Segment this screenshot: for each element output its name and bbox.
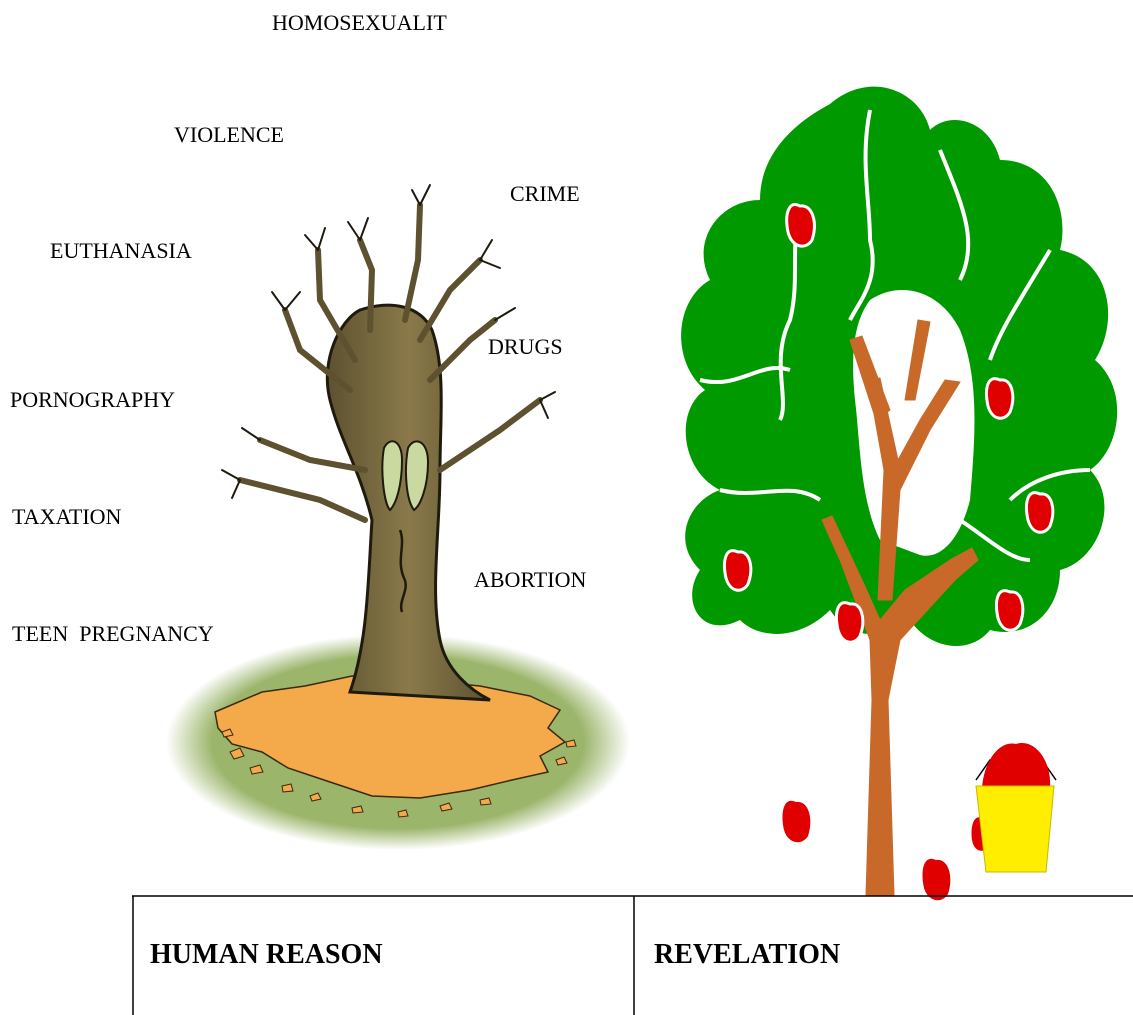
label-euthanasia: EUTHANASIA — [50, 240, 192, 262]
bucket-apples — [982, 743, 1050, 788]
label-crime: CRIME — [510, 183, 580, 205]
apple-tree — [681, 87, 1117, 901]
dead-tree — [166, 185, 630, 850]
label-taxation: TAXATION — [12, 506, 121, 528]
base-label-human-reason: HUMAN REASON — [150, 941, 383, 969]
label-abortion: ABORTION — [474, 569, 586, 591]
base-label-revelation: REVELATION — [654, 941, 840, 969]
tree-cavity — [853, 290, 974, 556]
label-pornography: PORNOGRAPHY — [10, 389, 175, 411]
bucket-body — [976, 786, 1054, 872]
apple-bucket — [976, 743, 1056, 872]
label-drugs: DRUGS — [488, 336, 563, 358]
label-teen-pregnancy: TEEN PREGNANCY — [12, 623, 214, 645]
label-violence: VIOLENCE — [174, 124, 284, 146]
label-homosexualit: HOMOSEXUALIT — [272, 12, 447, 34]
